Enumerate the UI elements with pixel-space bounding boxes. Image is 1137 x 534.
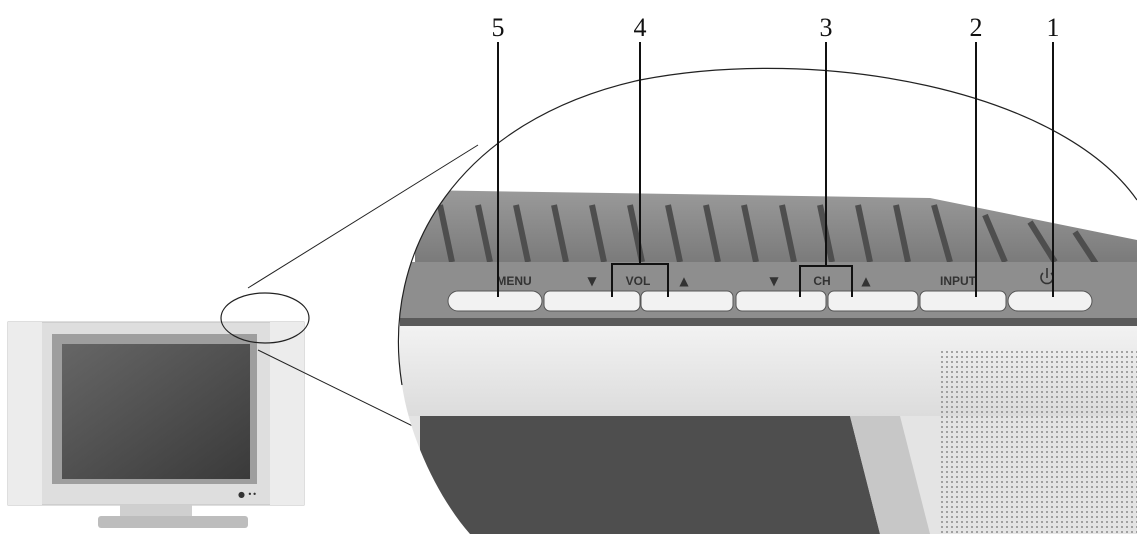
callout-3: 3 xyxy=(820,13,833,42)
menu-label: MENU xyxy=(496,274,531,288)
control-buttons: MENU ▼ VOL ▲ ▼ CH ▲ INPUT xyxy=(447,268,1093,312)
zoom-line-top xyxy=(247,144,479,289)
callouts: 5 4 3 2 1 xyxy=(492,13,1060,297)
leader-bracket-4 xyxy=(611,263,669,297)
input-button[interactable] xyxy=(919,290,1007,312)
vol-up-glyph: ▲ xyxy=(679,274,689,288)
vol-up-button[interactable] xyxy=(640,290,734,312)
vent-slots xyxy=(437,204,1103,272)
callout-1: 1 xyxy=(1047,13,1060,42)
tv-stand-neck xyxy=(120,505,192,517)
menu-button[interactable] xyxy=(447,290,543,312)
screen-bevel xyxy=(850,416,930,534)
callout-2: 2 xyxy=(970,13,983,42)
zoom-source-circle xyxy=(220,292,310,344)
tv-indicator: ● •• xyxy=(238,490,257,499)
tv-side-panel-left xyxy=(8,322,42,505)
ch-label: CH xyxy=(813,274,830,288)
ch-down-button[interactable] xyxy=(735,290,827,312)
input-label: INPUT xyxy=(940,274,977,288)
speaker-grille xyxy=(940,350,1137,534)
tv-side-panel-right xyxy=(270,322,304,505)
vol-label: VOL xyxy=(626,274,651,288)
tv-illustration: ● •• xyxy=(7,292,310,528)
ch-up-button[interactable] xyxy=(827,290,919,312)
tv-stand-base xyxy=(98,516,248,528)
ch-up-glyph: ▲ xyxy=(861,274,871,288)
power-button[interactable] xyxy=(1007,290,1093,312)
vol-down-glyph: ▼ xyxy=(587,274,597,288)
callout-5: 5 xyxy=(492,13,505,42)
vol-down-button[interactable] xyxy=(543,290,641,312)
ch-down-glyph: ▼ xyxy=(769,274,779,288)
screen-corner xyxy=(420,416,880,534)
tv-screen xyxy=(62,344,250,479)
callout-4: 4 xyxy=(634,13,647,42)
leader-bracket-3 xyxy=(799,265,853,297)
